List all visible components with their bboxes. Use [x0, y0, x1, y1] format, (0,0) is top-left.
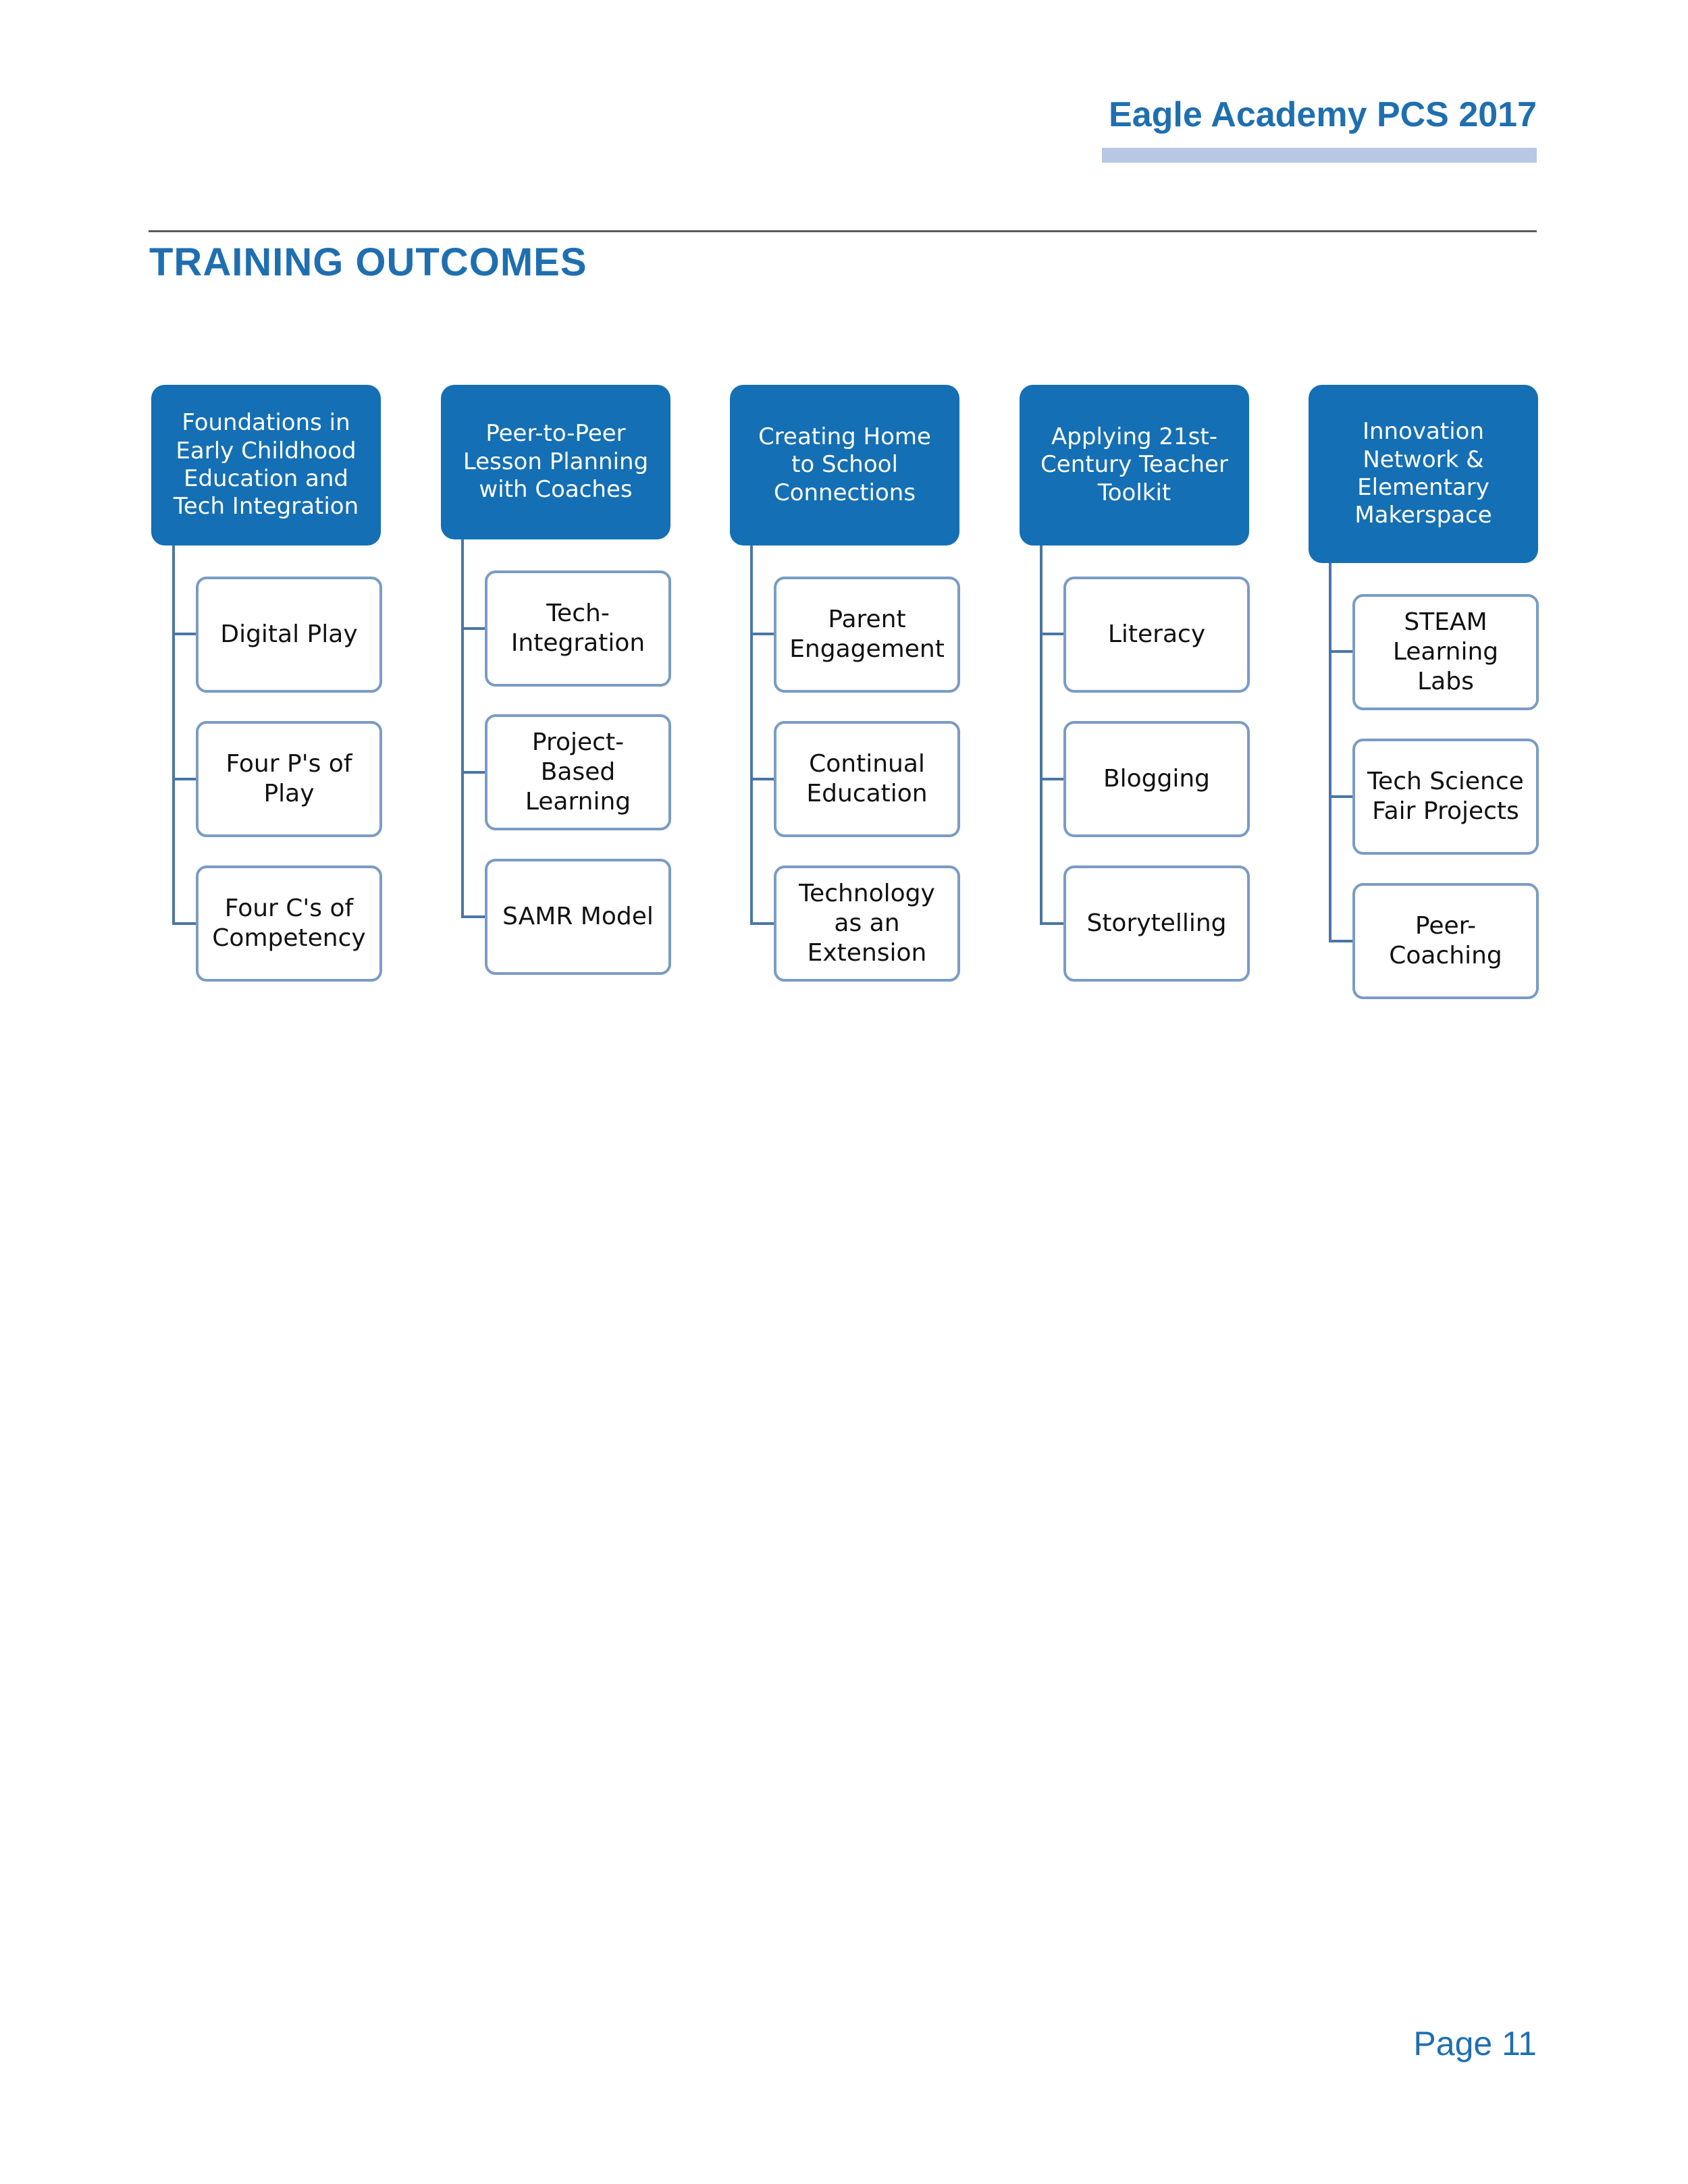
column-3-branch-1 [750, 633, 774, 635]
column-4-trunk [1040, 545, 1043, 924]
column-2-item-1: Tech-Integration [485, 570, 671, 687]
column-3-item-2: Continual Education [774, 721, 960, 837]
column-4-item-2: Blogging [1063, 721, 1250, 837]
column-1-item-3: Four C's of Competency [196, 865, 382, 982]
column-3-branch-3 [750, 922, 774, 925]
column-4-branch-2 [1040, 778, 1064, 780]
column-3-heading: Creating Home to School Connections [730, 385, 959, 545]
column-5-branch-3 [1329, 940, 1353, 942]
column-1-branch-2 [172, 778, 196, 780]
column-5-item-3: Peer-Coaching [1352, 883, 1539, 999]
column-1-item-2: Four P's of Play [196, 721, 382, 837]
column-5-item-1: STEAM Learning Labs [1352, 594, 1539, 710]
column-3-trunk [750, 545, 753, 924]
header-accent-bar [1102, 148, 1537, 163]
column-2-trunk [461, 539, 464, 917]
column-4-item-1: Literacy [1063, 577, 1250, 693]
section-title: TRAINING OUTCOMES [149, 240, 587, 284]
column-3-branch-2 [750, 778, 774, 780]
column-2-branch-1 [461, 627, 485, 630]
document-header-title: Eagle Academy PCS 2017 [1109, 95, 1537, 134]
column-5-trunk [1329, 563, 1331, 941]
column-2-branch-2 [461, 771, 485, 774]
column-3-item-3: Technology as an Extension [774, 865, 960, 982]
column-4-heading: Applying 21st-Century Teacher Toolkit [1020, 385, 1249, 545]
column-1-item-1: Digital Play [196, 577, 382, 693]
column-4-branch-3 [1040, 922, 1064, 925]
header-divider [149, 230, 1537, 232]
column-2-branch-3 [461, 915, 485, 918]
column-2-item-3: SAMR Model [485, 859, 671, 975]
column-1-trunk [172, 545, 175, 924]
column-1-heading: Foundations in Early Childhood Education… [151, 385, 381, 545]
column-5-item-2: Tech Science Fair Projects [1352, 739, 1539, 855]
column-4-item-3: Storytelling [1063, 865, 1250, 982]
column-5-branch-1 [1329, 650, 1353, 653]
column-3-item-1: Parent Engagement [774, 577, 960, 693]
column-1-branch-3 [172, 922, 196, 925]
column-2-heading: Peer-to-Peer Lesson Planning with Coache… [441, 385, 670, 539]
column-2-item-2: Project-Based Learning [485, 714, 671, 830]
page-number: Page 11 [1413, 2025, 1537, 2062]
column-4-branch-1 [1040, 633, 1064, 635]
column-5-branch-2 [1329, 795, 1353, 798]
training-outcomes-diagram: Foundations in Early Childhood Education… [0, 0, 1688, 1080]
column-1-branch-1 [172, 633, 196, 635]
column-5-heading: Innovation Network & Elementary Makerspa… [1309, 385, 1538, 563]
